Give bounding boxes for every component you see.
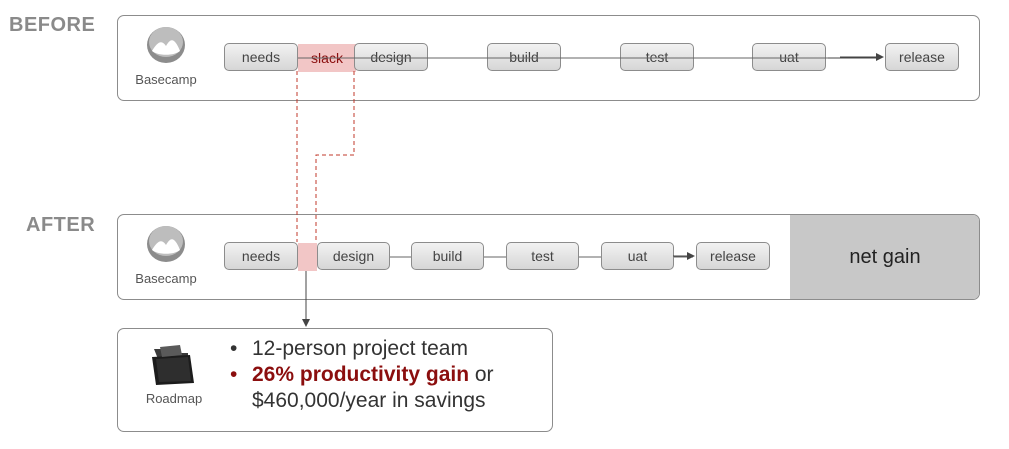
- folder-icon: [152, 345, 194, 385]
- savings-text: $460,000/year in savings: [252, 389, 486, 412]
- before-step-needs: needs: [224, 43, 298, 71]
- basecamp-label: Basecamp: [135, 271, 197, 286]
- net-gain-block: net gain: [790, 215, 979, 299]
- before-heading: BEFORE: [9, 14, 96, 36]
- bullet-gain: •26% productivity gain or: [230, 363, 494, 386]
- before-step-build: build: [487, 43, 561, 71]
- slack-remnant: [298, 243, 317, 271]
- summary-bullets: •12-person project team •26% productivit…: [228, 336, 494, 414]
- bullet-gain-or: or: [469, 363, 494, 386]
- roadmap-logo: Roadmap: [134, 345, 214, 425]
- basecamp-logo-icon: [147, 226, 185, 262]
- basecamp-label: Basecamp: [135, 72, 197, 87]
- before-step-design: design: [354, 43, 428, 71]
- basecamp-logo-icon: [147, 27, 185, 63]
- slack-gap: slack: [298, 44, 356, 72]
- bullet-savings: $460,000/year in savings: [228, 388, 494, 414]
- productivity-gain-text: 26% productivity gain: [252, 363, 470, 386]
- roadmap-panel: Roadmap: [117, 328, 553, 432]
- bullet-team: •12-person project team: [230, 337, 468, 360]
- after-heading: AFTER: [26, 214, 96, 236]
- after-step-release: release: [696, 242, 770, 270]
- before-step-uat: uat: [752, 43, 826, 71]
- after-step-design: design: [317, 242, 390, 270]
- after-step-build: build: [411, 242, 484, 270]
- before-step-release: release: [885, 43, 959, 71]
- after-step-uat: uat: [601, 242, 674, 270]
- before-step-test: test: [620, 43, 694, 71]
- after-step-needs: needs: [224, 242, 298, 270]
- bullet-team-text: 12-person project team: [252, 337, 468, 360]
- after-panel: Basecamp needs design build test uat rel…: [117, 214, 980, 300]
- before-panel: Basecamp slack needs design build test u…: [117, 15, 980, 101]
- roadmap-label: Roadmap: [145, 391, 203, 406]
- basecamp-logo: Basecamp: [126, 223, 206, 295]
- basecamp-logo: Basecamp: [126, 24, 206, 96]
- after-step-test: test: [506, 242, 579, 270]
